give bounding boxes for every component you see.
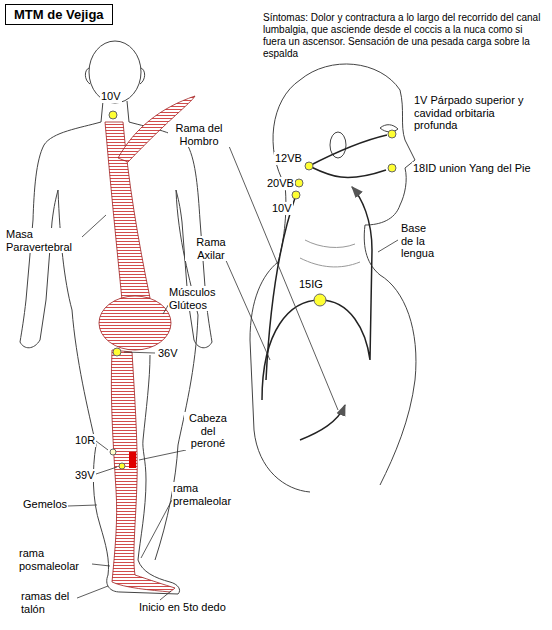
point-label: 36V (157, 347, 179, 360)
branch-label: ramas del talón (20, 590, 77, 615)
part-label: Base de la lengua (400, 222, 440, 260)
part-label: Cabeza del peroné (184, 412, 232, 450)
leader-lines (68, 134, 398, 600)
branch-label: Rama del Hombro (168, 122, 230, 147)
part-label: Masa Paravertebral (5, 228, 82, 253)
title-box: MTM de Vejiga (5, 4, 113, 25)
point-label: 15IG (298, 278, 324, 291)
branch-label: Rama Axilar (185, 236, 237, 261)
branch-label: rama premaleolar (172, 482, 244, 507)
acupoints (109, 111, 125, 469)
point-label: 10V (271, 202, 293, 215)
symptom-note: Síntomas: Dolor y contractura a lo largo… (262, 12, 548, 60)
part-label: Gemelos (22, 498, 68, 511)
point-label: 10V (100, 90, 122, 103)
acupoints (292, 130, 396, 306)
part-label: Músculos Glúteos (168, 286, 236, 311)
point-label: 39V (74, 469, 96, 482)
point-label: 12VB (274, 152, 303, 165)
branch-label: rama posmaleolar (18, 547, 92, 572)
point-label: 1V Párpado superior y cavidad orbitaria … (413, 94, 537, 132)
point-label: 10R (74, 434, 96, 447)
point-label: 18ID union Yang del Pie (412, 162, 532, 175)
channel-lines (262, 135, 387, 440)
point-label: 20VB (266, 177, 295, 190)
channel-zones (99, 96, 195, 592)
profile-figure (250, 64, 416, 492)
start-label: Inicio en 5to dedo (138, 601, 227, 614)
